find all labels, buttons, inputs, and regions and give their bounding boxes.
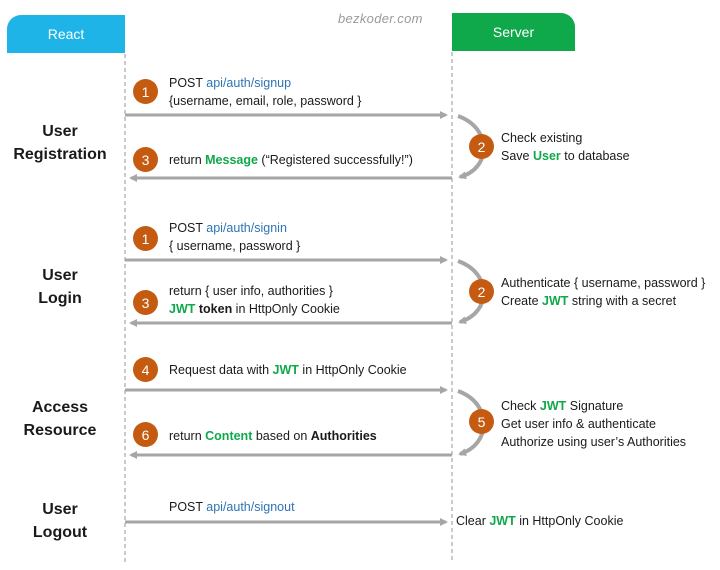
section-line: Login: [38, 290, 82, 307]
react-lane-label: React: [47, 26, 85, 42]
section-line: Registration: [13, 146, 107, 163]
text-fragment: Save: [501, 149, 533, 163]
access-server-text: Check JWT Signature Get user info & auth…: [501, 397, 686, 451]
step-badge: 1: [133, 226, 158, 251]
api-endpoint: api/auth/signin: [206, 221, 287, 235]
section-line: User: [42, 123, 78, 140]
text-fragment: Create: [501, 294, 542, 308]
text-fragment: in HttpOnly Cookie: [515, 514, 624, 528]
request-body: { username, password }: [169, 239, 301, 253]
step-badge: 3: [133, 147, 158, 172]
text-fragment: return: [169, 153, 206, 167]
http-method: POST: [169, 221, 207, 235]
bold-term: Authorities: [310, 429, 377, 443]
step-badge: 3: [133, 290, 158, 315]
login-server-text: Authenticate { username, password } Crea…: [501, 274, 705, 310]
highlight-term: JWT: [272, 363, 299, 377]
bold-term: token: [195, 302, 233, 316]
step-badge: 5: [469, 409, 494, 434]
text-fragment: string with a secret: [568, 294, 677, 308]
server-lane-header: Server: [452, 13, 575, 51]
api-endpoint: api/auth/signup: [206, 76, 292, 90]
highlight-term: JWT: [542, 294, 569, 308]
step-badge: 1: [133, 79, 158, 104]
text-fragment: to database: [560, 149, 630, 163]
server-step-line: Check existing: [501, 131, 583, 145]
logout-server-text: Clear JWT in HttpOnly Cookie: [456, 512, 623, 530]
signout-request-text: POST api/auth/signout: [169, 498, 295, 516]
step-badge: 4: [133, 357, 158, 382]
data-request-text: Request data with JWT in HttpOnly Cookie: [169, 361, 407, 379]
section-line: Logout: [32, 524, 88, 541]
http-method: POST: [169, 500, 207, 514]
highlight-term: JWT: [539, 399, 567, 413]
step-badge: 6: [133, 422, 158, 447]
text-fragment: return: [169, 429, 206, 443]
highlight-term: JWT: [169, 302, 196, 316]
highlight-term: Content: [205, 429, 253, 443]
step-badge: 2: [469, 279, 494, 304]
login-response-text: return { user info, authorities } JWT to…: [169, 282, 340, 318]
response-line: return { user info, authorities }: [169, 284, 333, 298]
section-user-logout: User Logout: [0, 498, 120, 544]
server-step-line: Get user info & authenticate: [501, 417, 656, 431]
highlight-term: User: [532, 149, 561, 163]
signup-request-text: POST api/auth/signup {username, email, r…: [169, 74, 361, 110]
highlight-term: JWT: [489, 514, 516, 528]
signin-request-text: POST api/auth/signin { username, passwor…: [169, 219, 300, 255]
step-badge: 2: [469, 134, 494, 159]
api-endpoint: api/auth/signout: [206, 500, 295, 514]
text-fragment: (“Registered successfully!”): [257, 153, 413, 167]
server-step-line: Authenticate { username, password }: [501, 276, 706, 290]
section-line: Access: [31, 399, 89, 416]
text-fragment: Check: [501, 399, 540, 413]
section-user-registration: User Registration: [0, 120, 120, 166]
text-fragment: in HttpOnly Cookie: [298, 363, 407, 377]
watermark: bezkoder.com: [338, 11, 423, 26]
text-fragment: in HttpOnly Cookie: [232, 302, 340, 316]
server-lane-label: Server: [492, 24, 535, 40]
http-method: POST: [169, 76, 207, 90]
text-fragment: Signature: [566, 399, 624, 413]
text-fragment: based on: [252, 429, 311, 443]
text-fragment: Request data with: [169, 363, 273, 377]
registration-response-text: return Message (“Registered successfully…: [169, 151, 413, 169]
server-step-line: Authorize using user’s Authorities: [501, 435, 687, 449]
text-fragment: Clear: [456, 514, 490, 528]
section-line: User: [42, 501, 78, 518]
request-body: {username, email, role, password }: [169, 94, 362, 108]
react-lane-header: React: [7, 15, 125, 53]
section-line: Resource: [23, 422, 97, 439]
content-response-text: return Content based on Authorities: [169, 427, 377, 445]
section-user-login: User Login: [0, 264, 120, 310]
highlight-term: Message: [205, 153, 258, 167]
section-line: User: [42, 267, 78, 284]
section-access-resource: Access Resource: [0, 396, 120, 442]
registration-server-text: Check existing Save User to database: [501, 129, 630, 165]
